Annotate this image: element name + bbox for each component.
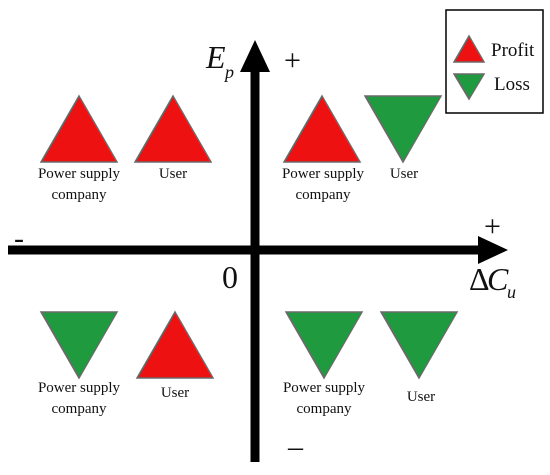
y-plus-sign: +	[284, 44, 301, 77]
x-axis-delta: Δ	[469, 261, 490, 297]
x-axis-arrowhead	[478, 236, 508, 264]
origin-label: 0	[222, 259, 238, 295]
q3-company-label-line1: Power supply	[38, 380, 121, 396]
legend: Profit Loss	[445, 9, 544, 114]
legend-profit-triangle	[452, 34, 486, 63]
x-axis-variable: C	[487, 261, 509, 297]
q4-company-label-line1: Power supply	[283, 380, 366, 396]
x-plus-sign: +	[484, 210, 501, 243]
q1-user-loss-triangle	[363, 95, 443, 164]
q2-company-label-line1: Power supply	[38, 166, 121, 182]
q2-company-profit-triangle	[39, 94, 119, 163]
y-minus-sign: –	[287, 430, 304, 463]
legend-loss-triangle	[452, 73, 486, 101]
q1-user-label: User	[390, 166, 418, 182]
q4-user-loss-triangle	[379, 311, 459, 380]
q3-user-profit-triangle	[135, 310, 215, 379]
q1-company-profit-triangle	[282, 94, 362, 163]
legend-loss-label: Loss	[494, 74, 530, 95]
q3-company-loss-triangle	[39, 311, 119, 380]
y-axis-arrowhead	[240, 40, 270, 72]
q3-company-label-line2: company	[52, 401, 107, 417]
q1-company-label-line2: company	[296, 187, 351, 203]
y-axis-variable: E	[205, 39, 226, 75]
q4-user-label: User	[407, 389, 435, 405]
q2-user-profit-triangle	[133, 94, 213, 163]
q1-company-label-line1: Power supply	[282, 166, 365, 182]
q2-user-label: User	[159, 166, 187, 182]
x-minus-sign: -	[14, 222, 24, 255]
q4-company-label-line2: company	[297, 401, 352, 417]
q4-company-loss-triangle	[284, 311, 364, 380]
legend-profit-label: Profit	[491, 40, 535, 61]
y-axis-subscript: p	[223, 62, 234, 82]
x-axis-subscript: u	[507, 282, 516, 302]
q2-company-label-line2: company	[52, 187, 107, 203]
q3-user-label: User	[161, 385, 189, 401]
